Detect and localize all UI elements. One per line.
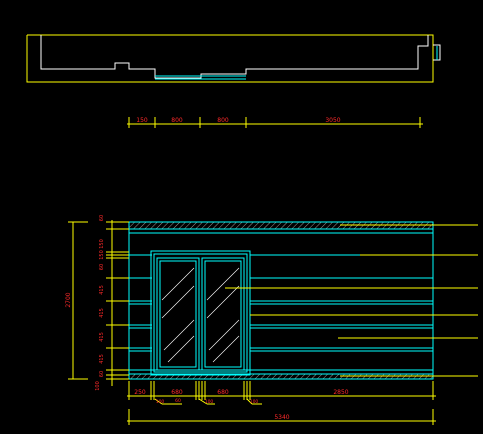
bottom-dim-1: 250: [134, 389, 146, 396]
side-dimension-labels: 60 150 150 60 415 415 415 415 60 100: [95, 215, 105, 391]
bottom-dim-4: 2850: [333, 389, 348, 396]
side-dimension-chain: [106, 220, 129, 386]
side-dim-2: 150: [99, 239, 105, 249]
elevation: [128, 221, 434, 380]
side-dim-9: 60: [99, 371, 105, 377]
glass-door: [150, 250, 251, 376]
annotation-leaders: [225, 224, 478, 377]
side-dim-1: 60: [99, 215, 105, 221]
plan-dimension-line: 150 800 800 3050: [127, 117, 423, 128]
overall-width-dimension: [127, 409, 436, 425]
overall-height-label: 2700: [65, 292, 72, 307]
bottom-small-2: 60: [175, 398, 181, 404]
plan-inner-wall: [40, 35, 429, 79]
bottom-dim-2: 680: [171, 389, 183, 396]
overall-width-label: 5340: [274, 414, 289, 421]
floor-plan: [26, 34, 441, 83]
bottom-dimension-labels: 250 680 680 2850 100 60 100 100: [134, 389, 349, 405]
bottom-small-1: 100: [156, 399, 165, 405]
overall-height-dimension: [68, 221, 88, 380]
plan-dim-1: 150: [136, 117, 148, 124]
side-dim-6: 415: [99, 308, 105, 318]
side-dim-10: 100: [95, 381, 101, 391]
bottom-dim-3: 680: [217, 389, 229, 396]
plan-dim-2: 800: [171, 117, 183, 124]
bottom-dimension-chain: [127, 381, 436, 405]
bottom-small-3: 100: [205, 399, 214, 405]
side-dim-4: 60: [99, 264, 105, 270]
plan-dim-4: 3050: [325, 117, 340, 124]
glass-reflection-lines: [161, 267, 240, 363]
side-dim-5: 415: [99, 285, 105, 295]
plan-dim-3: 800: [217, 117, 229, 124]
side-dim-7: 415: [99, 332, 105, 342]
side-dim-8: 415: [99, 354, 105, 364]
side-dim-3: 150: [99, 250, 105, 260]
bottom-small-4: 100: [250, 399, 259, 405]
plan-outer-outline: [26, 34, 434, 83]
